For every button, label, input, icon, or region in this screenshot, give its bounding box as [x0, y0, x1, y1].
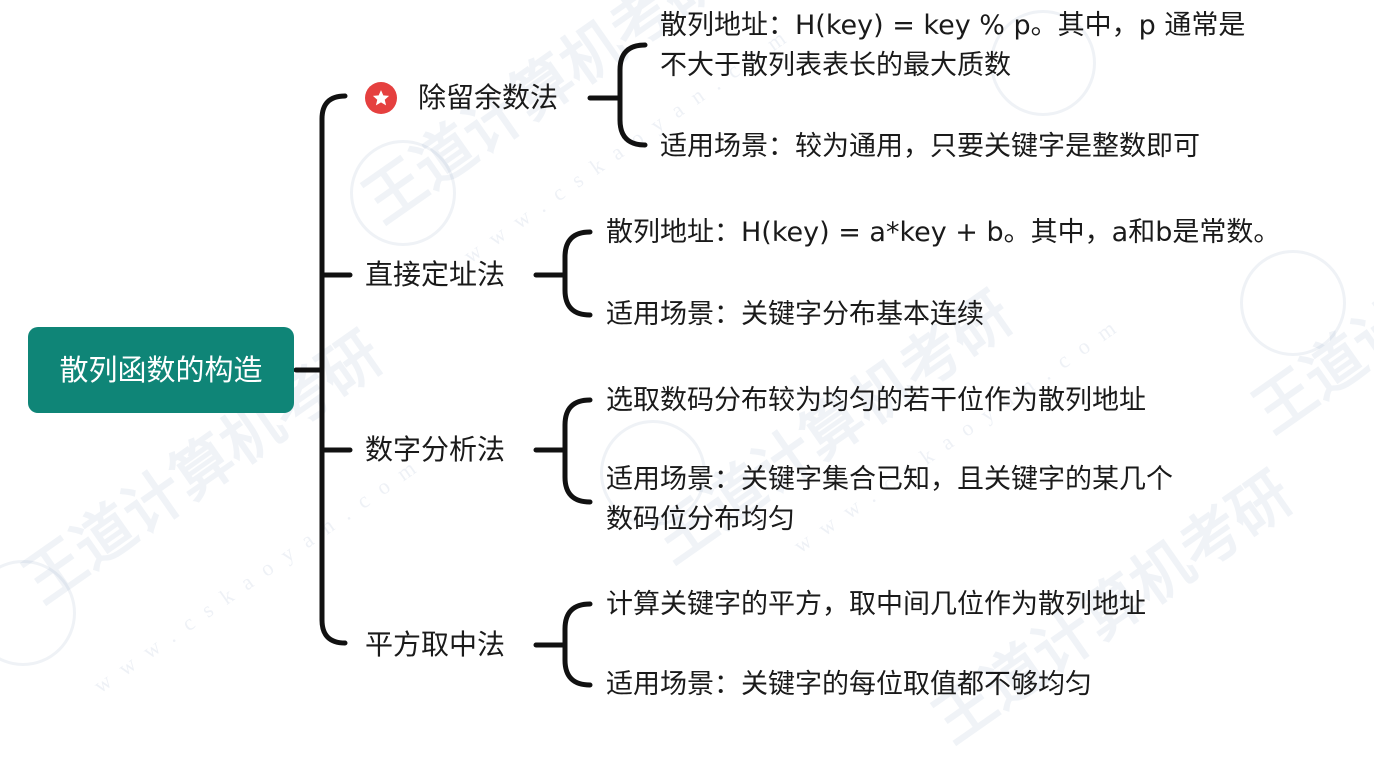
branch-3-bracket: [562, 397, 593, 505]
branch-4-bracket: [562, 601, 593, 688]
branch-node-division-remainder[interactable]: 除留余数法: [418, 81, 559, 114]
leaf-node-mid-square-method[interactable]: 计算关键字的平方，取中间几位作为散列地址: [606, 585, 1146, 625]
star-icon: [365, 82, 397, 114]
leaf-node-digit-scenario[interactable]: 适用场景：关键字集合已知，且关键字的某几个 数码位分布均匀: [606, 460, 1173, 540]
leaf-line: 数码位分布均匀: [606, 504, 795, 535]
branch-node-mid-square[interactable]: 平方取中法: [365, 628, 506, 661]
star-icon-glyph: [372, 90, 390, 106]
leaf-node-direct-address[interactable]: 散列地址：H(key) = a*key + b。其中，a和b是常数。: [606, 213, 1280, 253]
branch-node-direct-addressing[interactable]: 直接定址法: [365, 258, 506, 291]
branch-node-digit-analysis[interactable]: 数字分析法: [365, 433, 506, 466]
leaf-line: 不大于散列表表长的最大质数: [660, 50, 1011, 81]
leaf-node-division-scenario[interactable]: 适用场景：较为通用，只要关键字是整数即可: [660, 127, 1200, 167]
leaf-line: 选取数码分布较为均匀的若干位作为散列地址: [606, 385, 1146, 416]
leaf-node-mid-square-scenario[interactable]: 适用场景：关键字的每位取值都不够均匀: [606, 665, 1092, 705]
leaf-node-digit-method[interactable]: 选取数码分布较为均匀的若干位作为散列地址: [606, 381, 1146, 421]
branch-2-bracket: [562, 229, 593, 318]
leaf-node-direct-scenario[interactable]: 适用场景：关键字分布基本连续: [606, 295, 984, 335]
root-bracket: [319, 93, 348, 646]
leaf-line: 散列地址：H(key) = a*key + b。其中，a和b是常数。: [606, 217, 1281, 248]
leaf-node-division-address[interactable]: 散列地址：H(key) = key % p。其中，p 通常是 不大于散列表表长的…: [660, 6, 1245, 86]
leaf-line: 适用场景：关键字集合已知，且关键字的某几个: [606, 464, 1173, 495]
leaf-line: 散列地址：H(key) = key % p。其中，p 通常是: [660, 10, 1246, 41]
leaf-line: 适用场景：关键字的每位取值都不够均匀: [606, 669, 1092, 700]
root-node[interactable]: 散列函数的构造: [28, 327, 294, 413]
leaf-line: 适用场景：较为通用，只要关键字是整数即可: [660, 131, 1200, 162]
mind-map: 散列函数的构造 除留余数法 散列地址：H(key) = key % p。其中，p…: [28, 6, 1280, 705]
leaf-line: 适用场景：关键字分布基本连续: [606, 299, 984, 330]
branch-1-bracket: [617, 42, 648, 148]
leaf-line: 计算关键字的平方，取中间几位作为散列地址: [606, 589, 1146, 620]
connector-lines: [293, 42, 648, 688]
